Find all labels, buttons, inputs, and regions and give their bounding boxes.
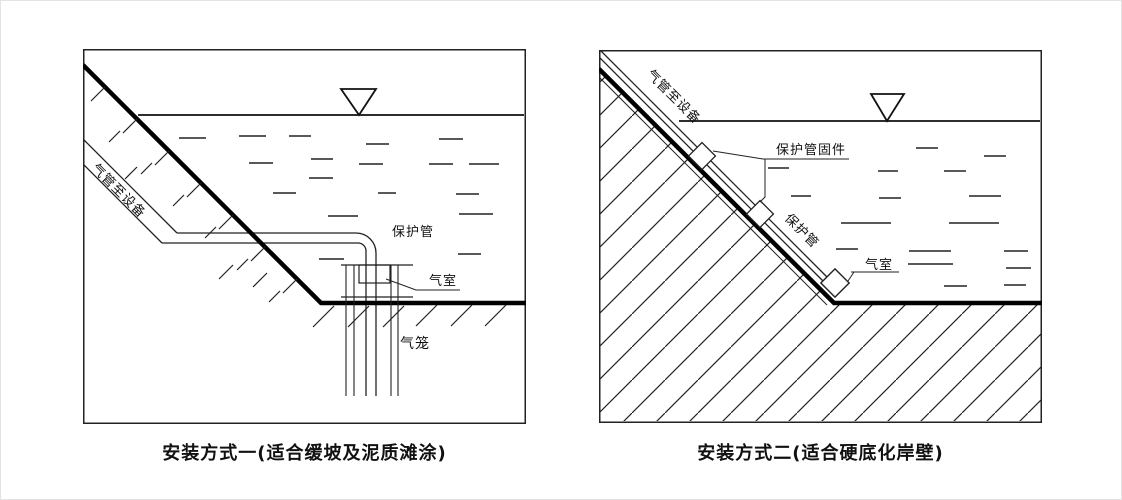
- air-pipe-elbow-outer: [177, 232, 377, 396]
- hatch-tick: [122, 118, 138, 134]
- diagram-1-drawing: 气管至设备 保护管 气室 气笼: [83, 49, 526, 424]
- water-level-triangle-icon: [869, 93, 906, 123]
- label-protective-pipe-fixture: 保护管固件: [776, 143, 846, 158]
- hatch-tick: [140, 162, 153, 175]
- pipe-fixture-2: [745, 199, 775, 229]
- diagram-2-drawing: 气管至设备 保护管固件 保护管 气室: [599, 50, 1042, 423]
- fixture-leader-line-2: [759, 159, 766, 203]
- water-dashes: [768, 147, 1031, 287]
- land-hatching: [600, 70, 1041, 421]
- hatch-tick: [236, 258, 249, 271]
- installation-diagram-1: 气管至设备 保护管 气室 气笼: [83, 49, 526, 424]
- installation-diagram-2: 气管至设备 保护管固件 保护管 气室: [599, 50, 1042, 423]
- bed-hatching: [312, 304, 507, 328]
- air-chamber-box: [819, 267, 851, 299]
- water-level-triangle-icon: [339, 88, 378, 117]
- ground-profile-line: [83, 63, 526, 306]
- hatch-tick: [268, 290, 281, 303]
- hatch-tick: [204, 226, 217, 239]
- hatch-tick: [218, 214, 234, 230]
- air-chamber-sleeve: [358, 264, 391, 284]
- hatch-tick: [312, 305, 335, 328]
- hatch-tick: [382, 305, 405, 328]
- air-chamber-leader-line: [385, 278, 460, 291]
- diagram-1-caption: 安装方式一(适合缓坡及泥质滩涂): [162, 443, 447, 464]
- diagram-2-caption: 安装方式二(适合硬底化岸壁): [697, 443, 944, 464]
- air-chamber-leader-line: [847, 271, 855, 282]
- fixture-leader-line-1: [712, 150, 764, 160]
- pipe-fixture-square: [687, 141, 717, 171]
- pipe-fixture-square: [745, 199, 775, 229]
- hatch-tick: [484, 304, 507, 327]
- hatch-tick: [90, 86, 106, 102]
- hatch-tick: [250, 246, 266, 262]
- hatch-tick: [450, 304, 473, 327]
- air-cage-structure: [341, 264, 413, 396]
- ground-profile-line: [599, 67, 1042, 306]
- hatch-tick: [186, 182, 202, 198]
- air-pipe-elbow-inner: [162, 242, 367, 396]
- slope-hatching: [90, 86, 298, 303]
- hatch-tick: [154, 150, 170, 166]
- label-air-chamber: 气室: [429, 273, 457, 289]
- hatch-tick: [252, 272, 268, 288]
- air-pipe-upper-line: [83, 138, 178, 234]
- diagram-frame: [83, 49, 526, 424]
- protective-pipe-upper-line: [599, 50, 828, 278]
- slope-under-line: [599, 76, 828, 306]
- label-air-cage: 气笼: [400, 335, 430, 352]
- hatch-tick: [108, 130, 121, 143]
- hatch-tick: [124, 166, 138, 180]
- hatch-tick: [282, 278, 298, 294]
- air-pipe-lower-line: [83, 163, 163, 244]
- water-dashes: [179, 135, 499, 260]
- hatch-tick: [347, 305, 370, 328]
- protective-pipe-lower-line: [599, 56, 824, 282]
- air-chamber-square: [819, 267, 851, 299]
- label-protective-pipe: 保护管: [392, 225, 434, 240]
- label-air-chamber: 气室: [865, 257, 893, 273]
- hatch-tick: [172, 194, 185, 207]
- hatch-tick: [218, 264, 234, 280]
- pipe-fixture-1: [687, 141, 717, 171]
- hatch-tick: [415, 304, 438, 327]
